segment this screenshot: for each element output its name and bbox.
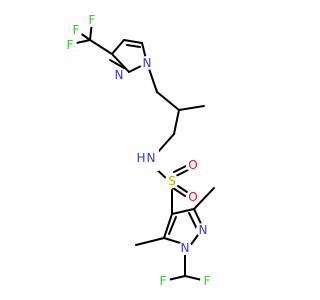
atom-f-left: F [63, 38, 77, 52]
atom-n-pyrazole-top-2-label: N [143, 56, 152, 70]
bond-ring1-e2 [109, 59, 125, 69]
atom-o-top-label: O [188, 158, 197, 172]
atom-nh: N H [136, 149, 159, 171]
atom-o-top: O [186, 158, 200, 172]
bond-s-o-bottom-a [172, 187, 186, 197]
bond-ring1-a [111, 39, 125, 55]
atom-o-bottom-label: O [188, 190, 197, 204]
bond-ring1-b [123, 39, 143, 44]
atom-f-top-mid-label: F [89, 13, 96, 27]
atom-nh-label: N [147, 151, 156, 165]
atom-n-pyrazole-top-2: N [140, 56, 154, 70]
atom-n-pyrazole-bottom-1: N [196, 223, 210, 237]
atom-f-bottom-right-label: F [204, 274, 211, 288]
bond-methyl-left [135, 237, 165, 246]
atom-n-pyrazole-top-1: N [112, 68, 126, 82]
atom-f-left-label: F [67, 38, 74, 52]
bond-chain-2 [156, 91, 180, 111]
atom-f-top-left-label: F [73, 23, 80, 37]
atom-n-pyrazole-top-1-label: N [115, 68, 124, 82]
atom-n-pyrazole-bottom-2: N [178, 241, 192, 255]
atom-n-pyrazole-bottom-1-label: N [199, 223, 208, 237]
atom-f-top-left: F [69, 23, 83, 37]
bond-cf3-ring [89, 39, 113, 55]
bond-ring2-b2 [188, 212, 198, 230]
atom-f-top-mid: F [85, 13, 99, 27]
bond-ring1-e [111, 53, 130, 73]
bond-c-f-right [184, 275, 203, 281]
atom-f-bottom-left: F [156, 274, 170, 288]
bond-s-o-top-a [173, 165, 187, 173]
atom-f-bottom-right: F [200, 274, 214, 288]
atom-s-label: S [168, 174, 176, 188]
atom-n-pyrazole-bottom-2-label: N [181, 241, 190, 255]
atom-f-bottom-left-label: F [160, 274, 167, 288]
bond-s-o-top-b [175, 169, 189, 177]
atom-s: S [165, 174, 179, 188]
molecule-canvas: F F F N N N H O S O N N F [63, 13, 215, 288]
bond-ring2-e2 [168, 216, 177, 235]
bond-methyl-right [193, 187, 215, 210]
bond-ring2-e [163, 213, 173, 239]
bond-chain-4 [157, 133, 175, 153]
molecule-structure: F F F N N N H O S O N N F [63, 13, 215, 288]
bond-c-f-left [167, 275, 186, 281]
bond-ring2-a [171, 208, 195, 215]
atom-h-on-n-label: H [136, 151, 145, 165]
bond-chain-3 [173, 109, 180, 135]
bond-chain-methyl [178, 105, 205, 111]
atom-o-bottom: O [186, 190, 200, 204]
bond-ring1-b2 [126, 44, 141, 48]
